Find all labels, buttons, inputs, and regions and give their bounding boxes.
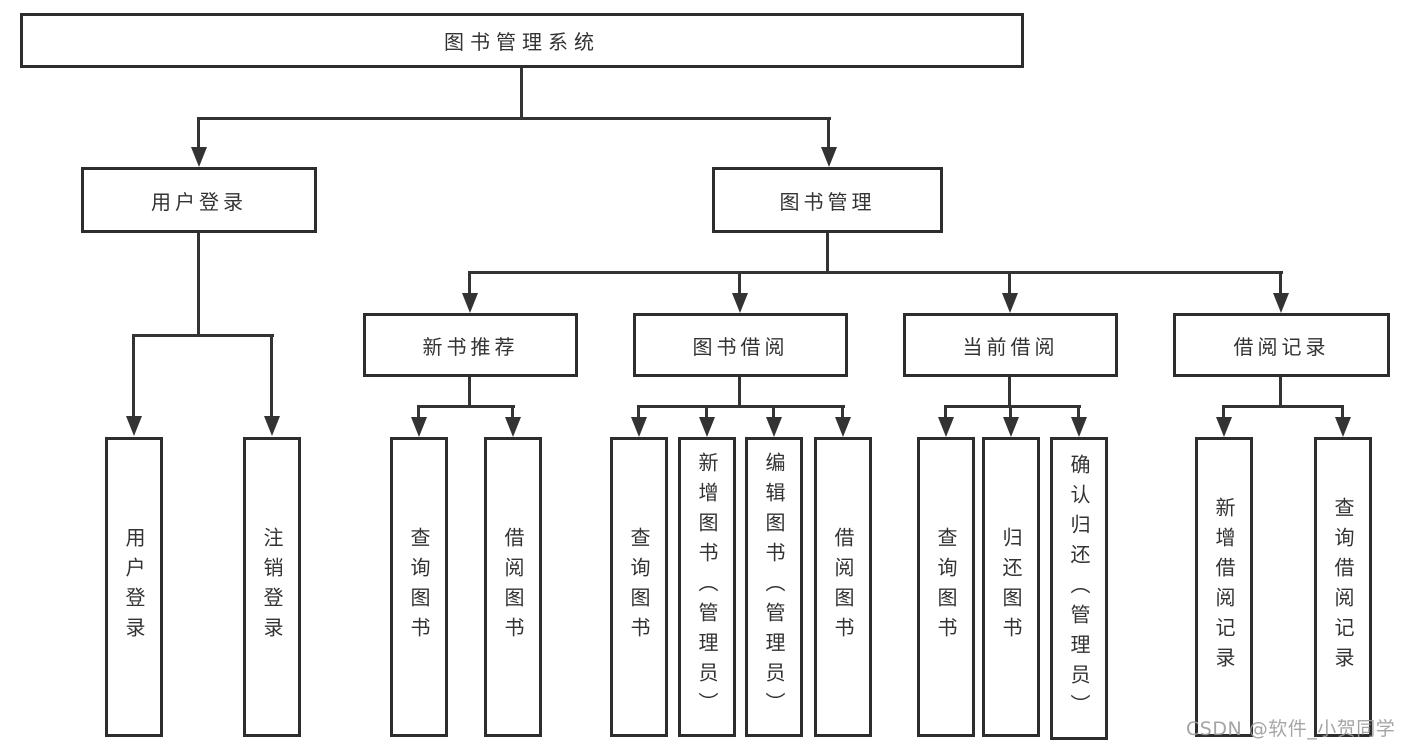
arrowhead-down-icon bbox=[126, 416, 142, 436]
node-label: 新书推荐 bbox=[422, 334, 519, 359]
leaf-cb-query-books: 查询图书 bbox=[917, 437, 975, 737]
connector-line bbox=[1077, 405, 1080, 419]
connector-line bbox=[827, 117, 830, 149]
arrowhead-down-icon bbox=[264, 416, 280, 436]
connector-line bbox=[132, 334, 135, 418]
leaf-label: 归还图书 bbox=[999, 527, 1023, 647]
node-label: 图书管理系统 bbox=[444, 30, 600, 54]
connector-line bbox=[197, 117, 831, 120]
node-label: 用户登录 bbox=[151, 189, 247, 214]
connector-line bbox=[132, 334, 274, 337]
arrowhead-down-icon bbox=[1273, 293, 1289, 313]
connector-line bbox=[738, 377, 741, 407]
connector-line bbox=[197, 117, 200, 149]
leaf-logout-login: 注销登录 bbox=[243, 437, 301, 737]
leaf-cb-return-books: 归还图书 bbox=[982, 437, 1040, 737]
leaf-label: 新增图书（管理员） bbox=[695, 452, 719, 722]
connector-line bbox=[270, 334, 273, 418]
leaf-label: 用户登录 bbox=[122, 527, 146, 647]
node-label: 图书管理 bbox=[779, 189, 876, 214]
arrowhead-down-icon bbox=[699, 417, 715, 437]
connector-line bbox=[705, 405, 708, 419]
connector-line bbox=[944, 405, 1081, 408]
node-book-management: 图书管理 bbox=[712, 167, 943, 233]
connector-line bbox=[826, 233, 829, 273]
connector-line bbox=[468, 271, 1283, 274]
arrowhead-down-icon bbox=[631, 417, 647, 437]
connector-line bbox=[637, 405, 845, 408]
leaf-bb-add-books-admin: 新增图书（管理员） bbox=[678, 437, 736, 737]
node-label: 图书借阅 bbox=[692, 334, 789, 359]
leaf-label: 查询借阅记录 bbox=[1331, 497, 1355, 677]
leaf-nbr-query-books: 查询图书 bbox=[390, 437, 448, 737]
connector-line bbox=[1008, 271, 1011, 295]
connector-line bbox=[738, 271, 741, 295]
leaf-bb-edit-books-admin: 编辑图书（管理员） bbox=[745, 437, 803, 737]
arrowhead-down-icon bbox=[1002, 293, 1018, 313]
connector-line bbox=[1222, 405, 1225, 419]
connector-line bbox=[417, 405, 420, 419]
connector-line bbox=[1008, 377, 1011, 407]
arrowhead-down-icon bbox=[1071, 417, 1087, 437]
leaf-user-login: 用户登录 bbox=[105, 437, 163, 737]
node-borrow-record: 借阅记录 bbox=[1173, 313, 1390, 377]
leaf-bb-query-books: 查询图书 bbox=[610, 437, 668, 737]
node-user-login: 用户登录 bbox=[81, 167, 317, 233]
connector-line bbox=[511, 405, 514, 419]
connector-line bbox=[1341, 405, 1344, 419]
leaf-cb-confirm-return-admin: 确认归还（管理员） bbox=[1050, 437, 1108, 740]
connector-line bbox=[197, 233, 200, 336]
arrowhead-down-icon bbox=[191, 147, 207, 167]
node-current-borrow: 当前借阅 bbox=[903, 313, 1118, 377]
leaf-label: 查询图书 bbox=[407, 527, 431, 647]
arrowhead-down-icon bbox=[732, 293, 748, 313]
leaf-label: 编辑图书（管理员） bbox=[762, 452, 786, 722]
connector-line bbox=[944, 405, 947, 419]
leaf-label: 确认归还（管理员） bbox=[1067, 453, 1091, 724]
connector-line bbox=[468, 271, 471, 295]
arrowhead-down-icon bbox=[411, 417, 427, 437]
arrowhead-down-icon bbox=[1003, 417, 1019, 437]
node-root-system: 图书管理系统 bbox=[20, 13, 1024, 68]
connector-line bbox=[1222, 405, 1344, 408]
arrowhead-down-icon bbox=[462, 293, 478, 313]
arrowhead-down-icon bbox=[835, 417, 851, 437]
arrowhead-down-icon bbox=[821, 147, 837, 167]
leaf-label: 借阅图书 bbox=[501, 527, 525, 647]
connector-line bbox=[772, 405, 775, 419]
connector-line bbox=[1279, 271, 1282, 295]
connector-line bbox=[417, 405, 515, 408]
connector-line bbox=[1279, 377, 1282, 407]
connector-line bbox=[468, 377, 471, 407]
leaf-label: 查询图书 bbox=[627, 527, 651, 647]
node-book-borrow: 图书借阅 bbox=[633, 313, 848, 377]
leaf-nbr-borrow-books: 借阅图书 bbox=[484, 437, 542, 737]
watermark: CSDN @软件_小贺同学 bbox=[1186, 718, 1396, 740]
leaf-label: 查询图书 bbox=[934, 527, 958, 647]
node-label: 当前借阅 bbox=[962, 334, 1059, 359]
node-new-book-recommend: 新书推荐 bbox=[363, 313, 578, 377]
leaf-label: 注销登录 bbox=[260, 527, 284, 647]
leaf-bb-borrow-books: 借阅图书 bbox=[814, 437, 872, 737]
arrowhead-down-icon bbox=[505, 417, 521, 437]
leaf-label: 新增借阅记录 bbox=[1212, 497, 1236, 677]
leaf-label: 借阅图书 bbox=[831, 527, 855, 647]
connector-line bbox=[1009, 405, 1012, 419]
arrowhead-down-icon bbox=[766, 417, 782, 437]
leaf-br-add-borrow-record: 新增借阅记录 bbox=[1195, 437, 1253, 737]
arrowhead-down-icon bbox=[1216, 417, 1232, 437]
arrowhead-down-icon bbox=[938, 417, 954, 437]
arrowhead-down-icon bbox=[1335, 417, 1351, 437]
connector-line bbox=[637, 405, 640, 419]
leaf-br-query-borrow-record: 查询借阅记录 bbox=[1314, 437, 1372, 737]
node-label: 借阅记录 bbox=[1233, 334, 1330, 359]
connector-line bbox=[520, 68, 523, 119]
connector-line bbox=[841, 405, 844, 419]
